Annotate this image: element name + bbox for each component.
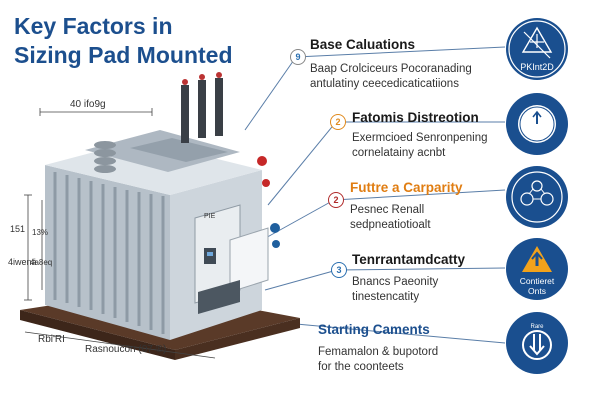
factor-5-desc-2: for the coonteets <box>318 361 404 373</box>
title-line-1: Key Factors in <box>14 13 173 39</box>
factor-number-2: 2 <box>330 114 346 130</box>
dim-left-side: 4iwenä <box>8 257 37 267</box>
status-marker-blue <box>270 223 280 233</box>
icon-4-label-2: Onts <box>528 286 546 296</box>
hv-bushings <box>94 72 223 173</box>
gauge-icon <box>506 93 568 155</box>
dim-left-upper: 151 <box>10 224 25 234</box>
factor-4: Tenrrantamdcatty Bnancs Paeonity tineste… <box>352 252 465 305</box>
network-icon <box>506 166 568 228</box>
title-line-2: Sizing Pad Mounted <box>14 42 233 68</box>
icon-4-label-1: Contieret <box>519 276 555 286</box>
power-down-icon: Rare <box>506 312 568 374</box>
factor-3-desc-2: sedpneatiotioalt <box>350 219 431 231</box>
factor-5: Starting Caments Femamalon & bupotord fo… <box>318 322 438 375</box>
leader-lines <box>229 46 506 344</box>
icon-5-label: Rare <box>530 324 544 330</box>
factor-number-3: 2 <box>328 192 344 208</box>
factor-5-title: Starting Caments <box>318 322 430 337</box>
status-marker-red-2 <box>262 179 270 187</box>
page-title: Key Factors in Sizing Pad Mounted <box>14 12 254 70</box>
factor-4-title: Tenrrantamdcatty <box>352 252 466 267</box>
transformer-tank <box>45 130 269 340</box>
dim-left-side-2: 4a8eq <box>30 258 52 267</box>
nameplate-label: PIE <box>204 213 216 220</box>
icon-1-label: PKInt2D <box>520 62 554 72</box>
factor-3-title: Futtre a Carparity <box>350 180 463 195</box>
dimension-lines <box>24 108 216 359</box>
factor-4-desc-2: tinestencatity <box>352 291 420 303</box>
factor-1: Base Caluations Baap Crolciceurs Pocoran… <box>310 37 472 92</box>
status-marker-red <box>257 156 267 166</box>
status-marker-blue-2 <box>272 240 280 248</box>
factor-1-desc-2: antulatiny ceecedicaticatiions <box>310 78 459 90</box>
dim-bottom-left: Rbi'RI <box>38 334 65 345</box>
factor-1-title: Base Caluations <box>310 37 416 52</box>
warning-triangle-icon: Contieret Onts <box>506 238 568 300</box>
dim-top: 40 ifo9g <box>70 99 106 110</box>
factor-number-4: 3 <box>331 262 347 278</box>
factor-4-desc-1: Bnancs Paeonity <box>352 276 439 288</box>
dim-left-mid: 13% <box>32 228 48 237</box>
dim-bottom-mid: Rasnoucon (07 ®) <box>85 344 166 355</box>
factor-2-desc-1: Exermcioed Senronpening <box>352 132 488 144</box>
factor-3-desc-1: Pesnec Renall <box>350 204 425 216</box>
factor-2: Fatomis Distreotion Exermcioed Senronpen… <box>352 110 488 161</box>
factor-1-desc-1: Baap Crolciceurs Pocoranading <box>310 63 472 75</box>
factor-5-desc-1: Femamalon & bupotord <box>318 346 439 358</box>
transformer-load-icon: PKInt2D <box>506 18 568 80</box>
factor-2-desc-2: cornelatainy acnbt <box>352 147 446 159</box>
factor-2-title: Fatomis Distreotion <box>352 110 479 125</box>
factor-number-1: 9 <box>290 49 306 65</box>
factor-3: Futtre a Carparity Pesnec Renall sedpnea… <box>350 180 463 233</box>
